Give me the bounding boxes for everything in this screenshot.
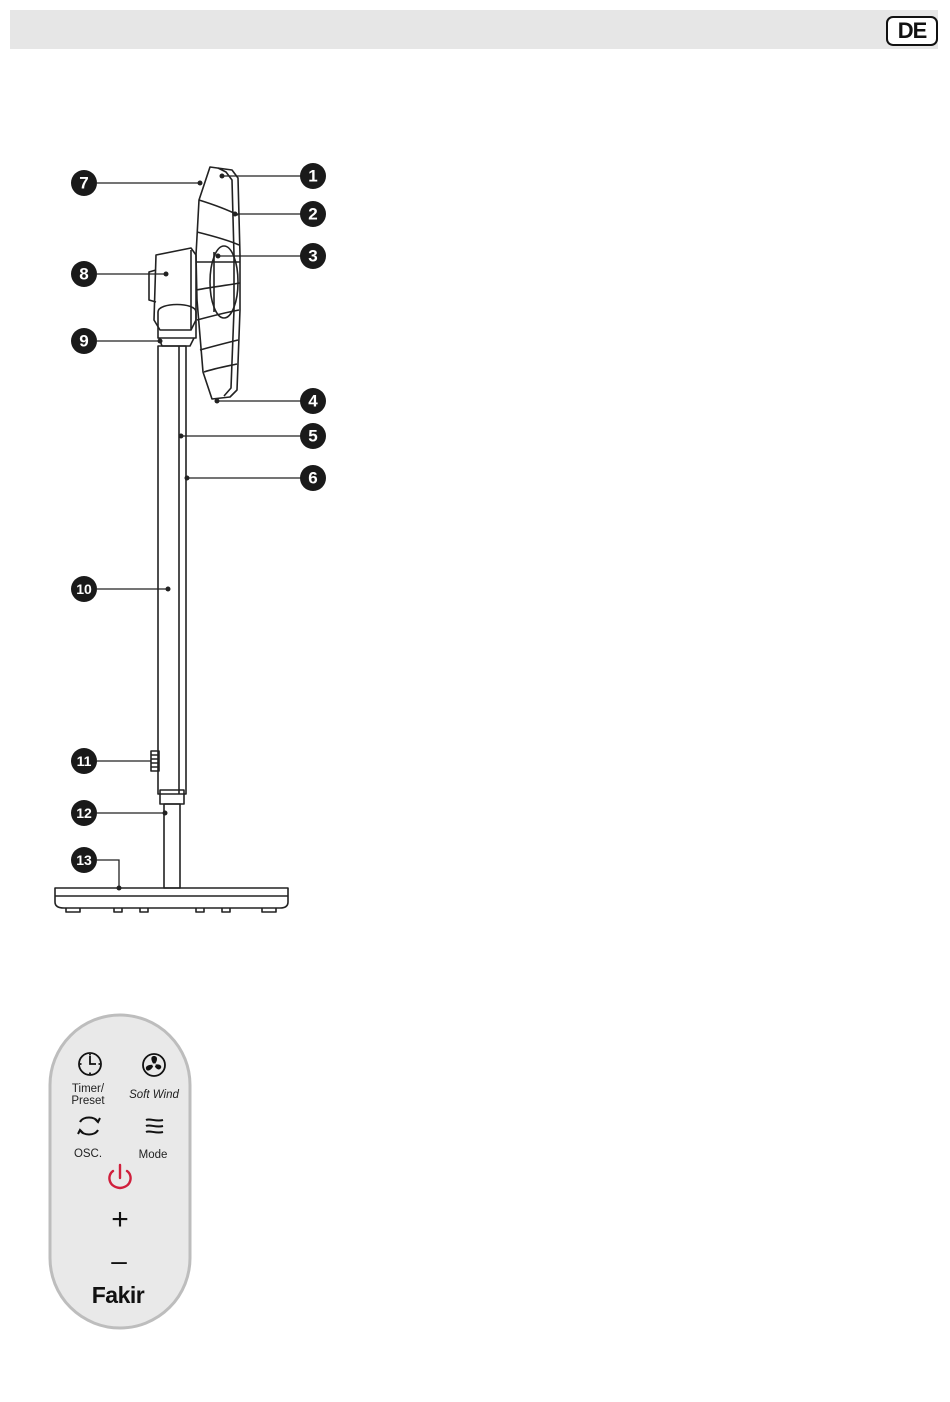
callout-8: 8: [71, 261, 97, 287]
osc-label: OSC.: [74, 1148, 102, 1160]
timer-label-line1: Timer/: [72, 1083, 105, 1095]
svg-text:7: 7: [79, 174, 88, 193]
callout-2: 2: [300, 201, 326, 227]
soft-wind-label: Soft Wind: [129, 1089, 179, 1101]
callout-5: 5: [300, 423, 326, 449]
callout-10: 10: [71, 576, 97, 602]
upper-tube: [158, 346, 186, 794]
motor-housing: [154, 248, 196, 330]
svg-text:13: 13: [76, 852, 92, 868]
timer-label-line2: Preset: [71, 1095, 105, 1107]
svg-text:2: 2: [308, 205, 317, 224]
callout-7: 7: [71, 170, 97, 196]
svg-text:6: 6: [308, 469, 317, 488]
svg-text:3: 3: [308, 247, 317, 266]
svg-text:11: 11: [77, 753, 92, 769]
svg-text:1: 1: [308, 167, 317, 186]
callout-3: 3: [300, 243, 326, 269]
brand-logo: Fakir: [92, 1282, 145, 1308]
mode-label: Mode: [139, 1149, 168, 1161]
svg-text:12: 12: [76, 805, 92, 821]
svg-text:5: 5: [308, 427, 317, 446]
svg-text:10: 10: [76, 581, 92, 597]
callout-6: 6: [300, 465, 326, 491]
base: [55, 888, 288, 908]
svg-text:4: 4: [308, 392, 318, 411]
minus-symbol: –: [111, 1245, 127, 1276]
callout-1: 1: [300, 163, 326, 189]
remote-control: Timer/ Preset Soft Wind OSC. Mode: [50, 1015, 190, 1328]
plus-symbol: +: [111, 1203, 129, 1236]
callout-4: 4: [300, 388, 326, 414]
svg-text:9: 9: [79, 332, 88, 351]
callout-11: 11: [71, 748, 97, 774]
callout-12: 12: [71, 800, 97, 826]
svg-text:8: 8: [79, 265, 88, 284]
lower-tube: [164, 804, 180, 888]
callout-9: 9: [71, 328, 97, 354]
callout-13: 13: [71, 847, 97, 873]
